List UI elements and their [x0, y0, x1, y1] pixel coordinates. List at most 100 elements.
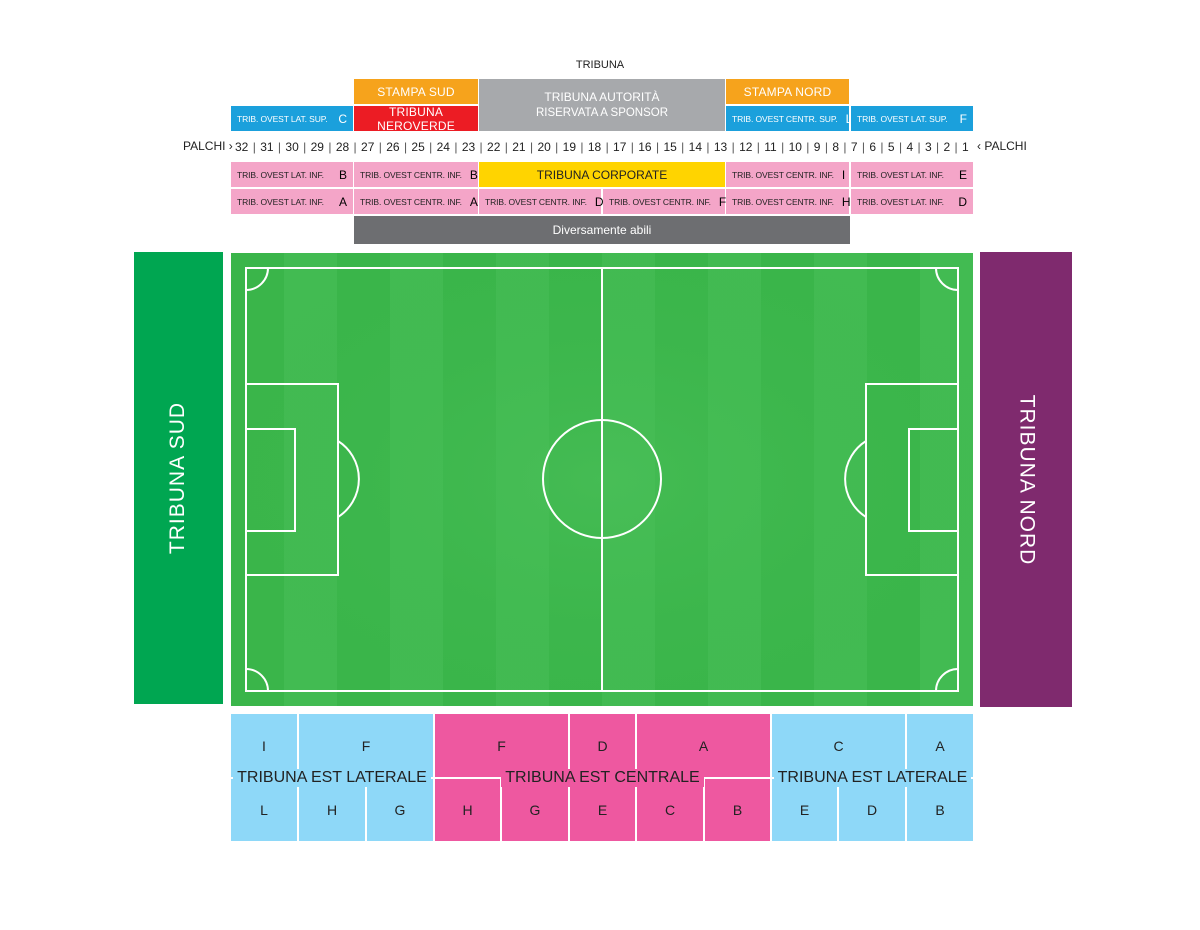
trib-ovest-centr-inf-i[interactable]: TRIB. OVEST CENTR. INF. I: [726, 162, 849, 187]
palco-number[interactable]: 8: [832, 140, 839, 154]
palco-separator: |: [880, 140, 884, 154]
palco-number[interactable]: 30: [285, 140, 299, 154]
palco-number[interactable]: 9: [813, 140, 821, 154]
palco-number[interactable]: 4: [906, 140, 914, 154]
est-sector[interactable]: D: [839, 779, 905, 841]
palco-number[interactable]: 31: [260, 140, 274, 154]
tribuna-autorita-section[interactable]: TRIBUNA AUTORITÀ RISERVATA A SPONSOR: [479, 79, 725, 131]
trib-ovest-lat-sup-f[interactable]: TRIB. OVEST LAT. SUP. F: [851, 106, 973, 131]
est-sector[interactable]: G: [367, 779, 433, 841]
palco-number[interactable]: 21: [512, 140, 526, 154]
tribuna-est-centrale[interactable]: F D A H G E C B TRIBUNA EST CENTRALE: [435, 714, 770, 841]
section-label: TRIB. OVEST CENTR. INF.: [732, 169, 834, 180]
corner-arc-tr: [935, 267, 959, 291]
palco-number[interactable]: 29: [310, 140, 324, 154]
palco-separator: |: [756, 140, 760, 154]
trib-ovest-lat-sup-c[interactable]: TRIB. OVEST LAT. SUP. C: [231, 106, 353, 131]
trib-ovest-centr-inf-b[interactable]: TRIB. OVEST CENTR. INF. B: [354, 162, 478, 187]
palco-number[interactable]: 12: [739, 140, 753, 154]
tribuna-corporate-section[interactable]: TRIBUNA CORPORATE: [479, 162, 725, 187]
stampa-nord-section[interactable]: STAMPA NORD: [726, 79, 849, 104]
palco-number[interactable]: 6: [869, 140, 877, 154]
tribuna-sud-section[interactable]: TRIBUNA SUD: [134, 252, 223, 704]
palco-number[interactable]: 1: [962, 140, 969, 154]
palco-number[interactable]: 23: [461, 140, 476, 154]
palco-number[interactable]: 15: [663, 140, 677, 154]
est-sector[interactable]: C: [772, 714, 905, 777]
palco-number[interactable]: 16: [638, 140, 652, 154]
trib-ovest-centr-sup-l[interactable]: TRIB. OVEST CENTR. SUP. L: [726, 106, 852, 131]
est-sector[interactable]: H: [299, 779, 365, 841]
section-label: TRIB. OVEST LAT. INF.: [237, 169, 324, 180]
palco-number[interactable]: 7: [850, 140, 858, 154]
corner-arc-br: [935, 668, 959, 692]
est-sector[interactable]: F: [299, 714, 433, 777]
est-sector[interactable]: B: [907, 779, 973, 841]
palco-number[interactable]: 5: [887, 140, 895, 154]
est-sector[interactable]: F: [435, 714, 568, 777]
palco-number[interactable]: 32: [235, 140, 249, 154]
est-centrale-label: TRIBUNA EST CENTRALE: [501, 769, 704, 787]
est-sector[interactable]: L: [231, 779, 297, 841]
trib-ovest-centr-inf-a[interactable]: TRIB. OVEST CENTR. INF. A: [354, 189, 478, 214]
est-sector[interactable]: C: [637, 779, 703, 841]
est-sector[interactable]: E: [772, 779, 837, 841]
palco-number[interactable]: 10: [788, 140, 802, 154]
palco-number[interactable]: 3: [924, 140, 932, 154]
palco-number[interactable]: 11: [764, 140, 777, 154]
est-sector[interactable]: A: [907, 714, 973, 777]
section-label: TRIB. OVEST CENTR. INF.: [609, 196, 711, 207]
palco-number[interactable]: 20: [537, 140, 551, 154]
tribuna-nord-section[interactable]: TRIBUNA NORD: [980, 252, 1072, 707]
trib-ovest-lat-inf-a[interactable]: TRIB. OVEST LAT. INF. A: [231, 189, 353, 214]
est-centrale-label-wrap: TRIBUNA EST CENTRALE: [435, 768, 770, 788]
palco-number[interactable]: 13: [713, 140, 728, 154]
palco-number[interactable]: 18: [587, 140, 602, 154]
trib-ovest-lat-inf-d[interactable]: TRIB. OVEST LAT. INF. D: [851, 189, 973, 214]
palco-number[interactable]: 28: [335, 140, 350, 154]
palco-separator: |: [555, 140, 559, 154]
est-sector[interactable]: B: [705, 779, 770, 841]
palco-separator: |: [454, 140, 458, 154]
est-sector[interactable]: D: [570, 714, 635, 777]
trib-ovest-lat-inf-e[interactable]: TRIB. OVEST LAT. INF. E: [851, 162, 973, 187]
est-sector[interactable]: I: [231, 714, 297, 777]
palco-separator: |: [954, 140, 958, 154]
section-letter: F: [718, 194, 727, 209]
palco-separator: |: [936, 140, 940, 154]
palco-separator: |: [605, 140, 609, 154]
diversamente-abili-section[interactable]: Diversamente abili: [354, 216, 850, 244]
palco-number[interactable]: 26: [386, 140, 400, 154]
tribuna-est-laterale-left[interactable]: I F L H G TRIBUNA EST LATERALE: [231, 714, 433, 841]
palco-number[interactable]: 14: [688, 140, 703, 154]
palco-number[interactable]: 24: [436, 140, 450, 154]
tribuna-est-laterale-right[interactable]: C A E D B TRIBUNA EST LATERALE: [772, 714, 973, 841]
palco-separator: |: [429, 140, 433, 154]
trib-ovest-lat-inf-b[interactable]: TRIB. OVEST LAT. INF. B: [231, 162, 353, 187]
tribuna-neroverde-section[interactable]: TRIBUNA NEROVERDE: [354, 106, 478, 131]
section-letter: B: [338, 167, 347, 182]
palco-number[interactable]: 2: [943, 140, 951, 154]
stampa-sud-section[interactable]: STAMPA SUD: [354, 79, 478, 104]
palco-number[interactable]: 22: [487, 140, 501, 154]
est-sector[interactable]: G: [502, 779, 568, 841]
palco-separator: |: [328, 140, 332, 154]
est-sector[interactable]: A: [637, 714, 770, 777]
palchi-left-label: PALCHI ›: [183, 139, 233, 153]
trib-ovest-centr-inf-f[interactable]: TRIB. OVEST CENTR. INF. F: [603, 189, 727, 214]
left-penalty-arc: [337, 440, 360, 518]
palco-number[interactable]: 27: [361, 140, 375, 154]
palco-separator: |: [731, 140, 735, 154]
palco-number[interactable]: 25: [411, 140, 425, 154]
left-goal-box: [245, 428, 296, 532]
trib-ovest-centr-inf-h[interactable]: TRIB. OVEST CENTR. INF. H: [726, 189, 851, 214]
section-letter: C: [338, 111, 347, 126]
palco-separator: |: [303, 140, 307, 154]
section-label: TRIB. OVEST LAT. INF.: [857, 169, 944, 180]
palco-number[interactable]: 17: [613, 140, 627, 154]
est-sector[interactable]: H: [435, 779, 500, 841]
trib-ovest-centr-inf-d[interactable]: TRIB. OVEST CENTR. INF. D: [479, 189, 604, 214]
est-sector[interactable]: E: [570, 779, 635, 841]
palco-separator: |: [681, 140, 685, 154]
palco-number[interactable]: 19: [562, 140, 576, 154]
